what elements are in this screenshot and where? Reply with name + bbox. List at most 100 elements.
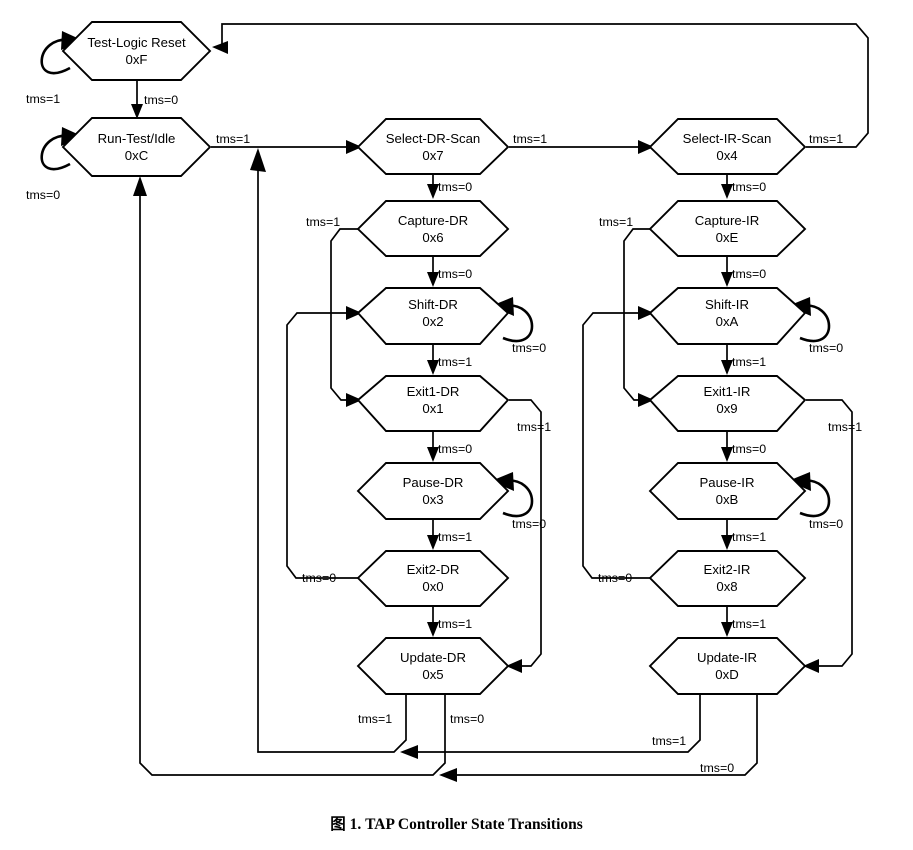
state-code-tlr: 0xF <box>126 52 148 67</box>
state-code-shiftir: 0xA <box>716 314 739 329</box>
label-updatedr-seldr: tms=1 <box>358 712 392 726</box>
transition-capir-exit1ir <box>623 228 654 407</box>
label-capir-shiftir: tms=0 <box>732 267 766 281</box>
label-selir-capir: tms=0 <box>732 180 766 194</box>
state-node-capdr[interactable]: Capture-DR 0x6 <box>356 200 510 257</box>
label-pausedr-self: tms=0 <box>512 517 546 531</box>
transition-pausedr-exit2dr <box>427 520 439 550</box>
state-name-capir: Capture-IR <box>695 213 760 228</box>
state-name-capdr: Capture-DR <box>398 213 468 228</box>
label-pausedr-exit2dr: tms=1 <box>438 530 472 544</box>
transition-seldr-selir <box>509 140 654 154</box>
state-code-pauseir: 0xB <box>716 492 739 507</box>
transition-capir-shiftir <box>721 257 733 287</box>
state-node-updateir[interactable]: Update-IR 0xD <box>648 637 807 695</box>
label-updatedr-rti: tms=0 <box>450 712 484 726</box>
label-exit1ir-pauseir: tms=0 <box>732 442 766 456</box>
state-code-seldr: 0x7 <box>422 148 443 163</box>
state-node-exit1dr[interactable]: Exit1-DR 0x1 <box>356 375 510 432</box>
state-node-layer: Test-Logic Reset 0xF Run-Test/Idle 0xC S… <box>61 21 807 695</box>
label-tlr-self: tms=1 <box>26 92 60 106</box>
label-exit2dr-shiftdr: tms=0 <box>302 571 336 585</box>
state-node-pausedr[interactable]: Pause-DR 0x3 <box>356 462 510 520</box>
transition-updatedr-seldr <box>250 148 407 753</box>
label-rti-seldr: tms=1 <box>216 132 250 146</box>
label-capir-exit1ir: tms=1 <box>599 215 633 229</box>
label-shiftdr-exit1dr: tms=1 <box>438 355 472 369</box>
state-name-exit1ir: Exit1-IR <box>704 384 751 399</box>
label-exit2ir-updateir: tms=1 <box>732 617 766 631</box>
transition-pausedr-self <box>491 472 534 518</box>
label-exit1dr-updatedr: tms=1 <box>517 420 551 434</box>
state-node-exit2ir[interactable]: Exit2-IR 0x8 <box>648 550 807 607</box>
state-node-shiftir[interactable]: Shift-IR 0xA <box>648 287 807 345</box>
state-node-shiftdr[interactable]: Shift-DR 0x2 <box>356 287 510 345</box>
transition-exit2dr-shiftdr <box>286 306 362 579</box>
label-exit2dr-updatedr: tms=1 <box>438 617 472 631</box>
transition-seldr-capdr <box>427 175 439 199</box>
transition-exit1dr-updatedr <box>506 399 542 673</box>
state-code-updatedr: 0x5 <box>422 667 443 682</box>
transition-capdr-shiftdr <box>427 257 439 287</box>
state-name-updateir: Update-IR <box>697 650 757 665</box>
state-code-exit2dr: 0x0 <box>422 579 443 594</box>
state-code-selir: 0x4 <box>716 148 737 163</box>
state-name-pausedr: Pause-DR <box>403 475 464 490</box>
label-updateir-rti: tms=0 <box>700 761 734 775</box>
state-node-selir[interactable]: Select-IR-Scan 0x4 <box>648 118 807 175</box>
state-name-rti: Run-Test/Idle <box>98 131 176 146</box>
label-tlr-rti: tms=0 <box>144 93 178 107</box>
state-name-shiftdr: Shift-DR <box>408 297 458 312</box>
state-code-capir: 0xE <box>716 230 739 245</box>
transition-exit2ir-updateir <box>721 607 733 637</box>
state-code-exit2ir: 0x8 <box>716 579 737 594</box>
state-code-capdr: 0x6 <box>422 230 443 245</box>
transition-exit1ir-updateir <box>803 399 853 673</box>
state-node-pauseir[interactable]: Pause-IR 0xB <box>648 462 807 520</box>
state-node-exit2dr[interactable]: Exit2-DR 0x0 <box>356 550 510 607</box>
transition-updateir-seldr <box>400 695 701 759</box>
state-node-tlr[interactable]: Test-Logic Reset 0xF <box>61 21 212 81</box>
label-rti-self: tms=0 <box>26 188 60 202</box>
transition-shiftdr-exit1dr <box>427 345 439 375</box>
transition-shiftir-exit1ir <box>721 345 733 375</box>
state-name-seldr: Select-DR-Scan <box>386 131 481 146</box>
state-code-exit1ir: 0x9 <box>716 401 737 416</box>
transition-capdr-exit1dr <box>330 228 362 407</box>
state-name-exit2dr: Exit2-DR <box>407 562 460 577</box>
state-node-seldr[interactable]: Select-DR-Scan 0x7 <box>356 118 510 175</box>
state-node-rti[interactable]: Run-Test/Idle 0xC <box>61 117 212 177</box>
label-exit2ir-shiftir: tms=0 <box>598 571 632 585</box>
state-name-tlr: Test-Logic Reset <box>87 35 186 50</box>
transition-tlr-rti <box>131 80 143 119</box>
transition-pauseir-self <box>788 472 831 518</box>
transition-exit1dr-pausedr <box>427 432 439 462</box>
wire-layer <box>40 23 869 782</box>
label-exit1dr-pausedr: tms=0 <box>438 442 472 456</box>
label-selir-tlr: tms=1 <box>809 132 843 146</box>
label-shiftir-self: tms=0 <box>809 341 843 355</box>
transition-updateir-rti <box>439 695 758 782</box>
label-exit1ir-updateir: tms=1 <box>828 420 862 434</box>
transition-label-layer: tms=1 tms=0 tms=0 tms=1 tms=1 tms=1 tms=… <box>26 92 862 775</box>
label-capdr-shiftdr: tms=0 <box>438 267 472 281</box>
transition-pauseir-exit2ir <box>721 520 733 550</box>
state-name-selir: Select-IR-Scan <box>683 131 772 146</box>
label-shiftir-exit1ir: tms=1 <box>732 355 766 369</box>
label-updateir-seldr: tms=1 <box>652 734 686 748</box>
state-name-exit1dr: Exit1-DR <box>407 384 460 399</box>
transition-rti-seldr <box>211 140 362 154</box>
state-node-updatedr[interactable]: Update-DR 0x5 <box>356 637 510 695</box>
transition-selir-capir <box>721 175 733 199</box>
transition-shiftdr-self <box>491 297 534 343</box>
state-node-capir[interactable]: Capture-IR 0xE <box>648 200 807 257</box>
state-code-updateir: 0xD <box>715 667 738 682</box>
state-node-exit1ir[interactable]: Exit1-IR 0x9 <box>648 375 807 432</box>
state-name-shiftir: Shift-IR <box>705 297 749 312</box>
figure-caption: 图 1. TAP Controller State Transitions <box>330 816 583 833</box>
state-name-updatedr: Update-DR <box>400 650 466 665</box>
transition-shiftir-self <box>788 297 831 343</box>
transition-exit1ir-pauseir <box>721 432 733 462</box>
label-capdr-exit1dr: tms=1 <box>306 215 340 229</box>
